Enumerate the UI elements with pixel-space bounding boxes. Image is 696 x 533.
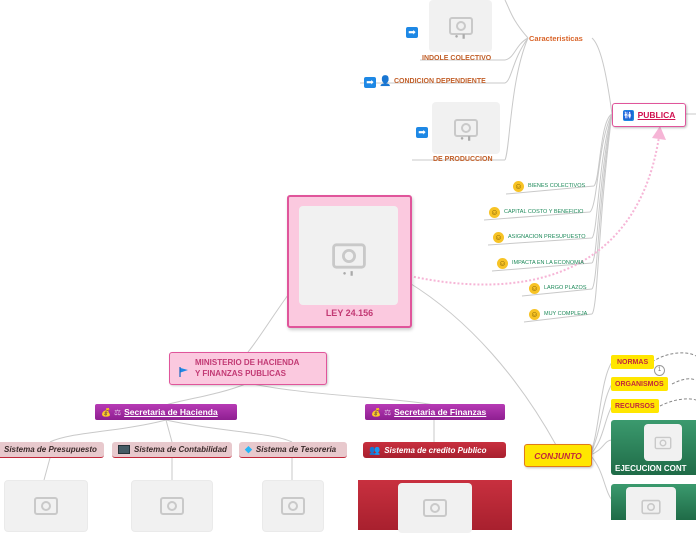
- money-bag-icon: 💰: [371, 407, 381, 417]
- arrow-right-icon: ➡: [416, 127, 428, 138]
- people-icon: 👥: [369, 444, 381, 455]
- camera-icon: [281, 497, 305, 515]
- node-sistema-presupuesto[interactable]: Sistema de Presupuesto: [0, 442, 104, 458]
- node-publica[interactable]: 🚻 PUBLICA: [612, 103, 686, 127]
- node-muy-compleja[interactable]: MUY COMPLEJA: [544, 311, 588, 317]
- smiley-icon: ☺: [497, 258, 508, 269]
- image-placeholder-presupuesto: [4, 480, 88, 532]
- node-central-ley[interactable]: ● ▮ LEY 24.156: [287, 195, 412, 328]
- tag-recursos-label: RECURSOS: [615, 402, 655, 410]
- node-sistema-credito[interactable]: 👥 Sistema de credito Publico: [363, 442, 506, 458]
- money-bag-icon: 💰: [101, 407, 111, 417]
- node-caracteristicas[interactable]: Caracteristicas: [529, 34, 583, 43]
- scales-icon: ⚖: [113, 407, 122, 417]
- flag-icon: [179, 364, 189, 377]
- node-largo-plazos[interactable]: LARGO PLAZOS: [544, 285, 587, 291]
- node-sistema-tesoreria[interactable]: ◆ Sistema de Tesoreria: [239, 442, 347, 458]
- node-capital-costo[interactable]: CAPITAL COSTO Y BENEFICIO: [504, 209, 584, 215]
- smiley-icon: ☺: [529, 309, 540, 320]
- image-dots: ● ▮: [454, 34, 467, 40]
- node-condicion-dependiente[interactable]: CONDICION DEPENDIENTE: [394, 78, 486, 85]
- node-indole-colectivo[interactable]: INDOLE COLECTIVO: [422, 55, 492, 62]
- ministerio-line2: Y FINANZAS PUBLICAS: [195, 369, 286, 378]
- node-secretaria-hacienda[interactable]: 💰 ⚖ Secretaria de Hacienda: [95, 404, 237, 420]
- image-placeholder-green-lower: [626, 487, 676, 520]
- smiley-icon: ☺: [489, 207, 500, 218]
- image-placeholder-indole: ● ▮: [429, 0, 492, 52]
- camera-icon: [160, 497, 184, 515]
- image-placeholder-ejecucion: [644, 424, 682, 461]
- camera-icon: [34, 497, 58, 515]
- smiley-icon: ☺: [529, 283, 540, 294]
- node-de-produccion[interactable]: DE PRODUCCION: [433, 156, 493, 163]
- smiley-icon: ☺: [513, 181, 524, 192]
- node-ejecucion[interactable]: EJECUCION CONT: [611, 420, 696, 475]
- badge-count: 1: [654, 365, 665, 376]
- node-secretaria-finanzas[interactable]: 💰 ⚖ Secretaria de Finanzas: [365, 404, 505, 420]
- central-title: LEY 24.156: [325, 308, 374, 318]
- scales-icon: ⚖: [383, 407, 392, 417]
- smiley-icon: ☺: [493, 232, 504, 243]
- credito-image-frame: [358, 480, 512, 533]
- ministerio-line1: MINISTERIO DE HACIENDA: [195, 358, 300, 367]
- image-placeholder-contabilidad: [131, 480, 213, 532]
- secretaria-hacienda-label: Secretaria de Hacienda: [124, 407, 218, 417]
- image-dots: ● ▮: [342, 271, 355, 277]
- diamond-icon: ◆: [245, 444, 252, 454]
- tag-normas[interactable]: NORMAS: [611, 355, 655, 369]
- tag-organismos-label: ORGANISMOS: [615, 380, 664, 388]
- conjunto-label: CONJUNTO: [534, 450, 582, 461]
- arrow-right-icon: ➡: [406, 27, 418, 38]
- badge-count-label: 1: [657, 367, 662, 373]
- camera-icon: [423, 499, 447, 517]
- image-dots: ● ▮: [460, 136, 472, 142]
- secretaria-finanzas-label: Secretaria de Finanzas: [394, 407, 487, 417]
- tag-recursos[interactable]: RECURSOS: [611, 399, 659, 413]
- node-impacta-economia[interactable]: IMPACTA EN LA ECONOMIA: [512, 260, 584, 266]
- person-icon: 👤: [379, 76, 392, 87]
- node-bienes-colectivos[interactable]: BIENES COLECTIVOS: [528, 183, 586, 189]
- node-asignacion-presupuesto[interactable]: ASIGNACION PRESUPUESTO: [508, 234, 586, 240]
- connector-lines: [43, 0, 696, 501]
- sistema-contabilidad-label: Sistema de Contabilidad: [134, 445, 227, 454]
- node-sistema-contabilidad[interactable]: Sistema de Contabilidad: [112, 442, 232, 458]
- camera-icon: [331, 242, 366, 269]
- sistema-tesoreria-label: Sistema de Tesoreria: [255, 445, 337, 454]
- image-placeholder-credito: [398, 483, 472, 533]
- node-conjunto[interactable]: CONJUNTO: [524, 444, 592, 467]
- ejecucion-label: EJECUCION CONT: [615, 464, 687, 473]
- arrow-right-icon: ➡: [364, 77, 376, 88]
- node-green-lower[interactable]: [611, 484, 696, 520]
- computer-icon: [118, 445, 130, 454]
- image-placeholder-central: ● ▮: [299, 206, 398, 305]
- sistema-presupuesto-label: Sistema de Presupuesto: [4, 445, 97, 454]
- publica-label: PUBLICA: [637, 110, 676, 120]
- camera-icon: [641, 499, 661, 515]
- tag-organismos[interactable]: ORGANISMOS: [611, 377, 668, 391]
- image-placeholder-produccion: ● ▮: [432, 102, 500, 154]
- camera-icon: [654, 436, 672, 449]
- restroom-icon: 🚻: [622, 109, 634, 121]
- node-ministerio[interactable]: MINISTERIO DE HACIENDA Y FINANZAS PUBLIC…: [169, 352, 327, 385]
- image-placeholder-tesoreria: [262, 480, 324, 532]
- camera-icon: [454, 119, 478, 137]
- sistema-credito-label: Sistema de credito Publico: [384, 445, 487, 455]
- tag-normas-label: NORMAS: [617, 358, 649, 366]
- camera-icon: [448, 17, 473, 35]
